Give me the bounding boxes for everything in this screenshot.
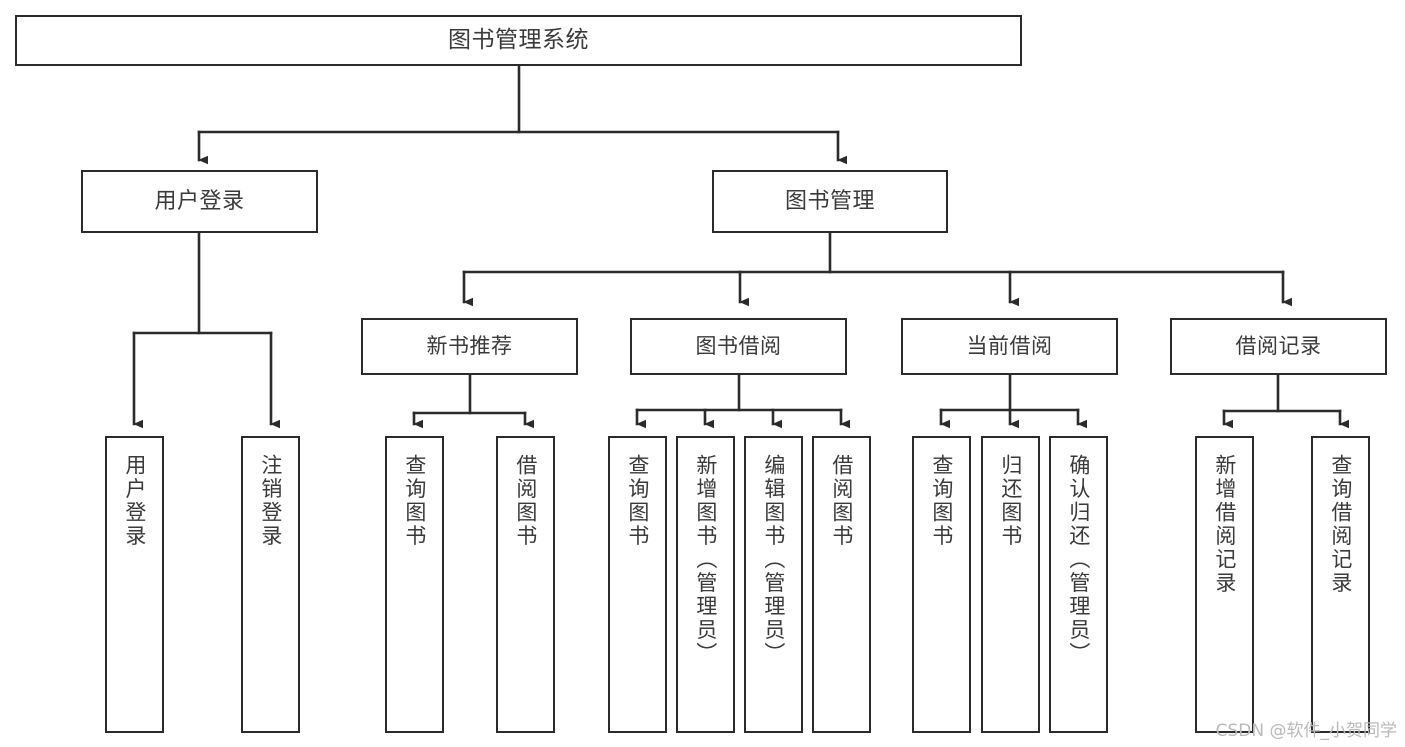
node-book-borrowing-label: 图书借阅: [695, 334, 782, 359]
node-leaf-query-book-1[interactable]: 查询图书: [385, 436, 444, 733]
node-root-book-management-system[interactable]: 图书管理系统: [15, 15, 1022, 66]
node-leaf-confirm-return-admin[interactable]: 确认归还（管理员）: [1049, 436, 1108, 733]
node-leaf-query-book-1-label: 查询图书: [402, 454, 427, 548]
node-leaf-borrow-book-1-label: 借阅图书: [513, 454, 538, 548]
node-leaf-query-book-2[interactable]: 查询图书: [608, 436, 667, 733]
node-leaf-borrow-book-1[interactable]: 借阅图书: [496, 436, 555, 733]
node-leaf-query-book-2-label: 查询图书: [625, 454, 650, 548]
node-user-login-label: 用户登录: [154, 188, 245, 214]
node-new-book-recommendation-label: 新书推荐: [426, 334, 513, 359]
node-leaf-return-book-label: 归还图书: [998, 454, 1023, 548]
node-leaf-user-logout-label: 注销登录: [258, 454, 283, 548]
node-leaf-confirm-return-admin-label: 确认归还（管理员）: [1066, 454, 1091, 666]
node-current-borrowing-label: 当前借阅: [966, 334, 1053, 359]
node-leaf-add-book-admin[interactable]: 新增图书（管理员）: [676, 436, 735, 733]
node-leaf-user-login[interactable]: 用户登录: [105, 436, 164, 733]
node-leaf-user-login-label: 用户登录: [122, 454, 147, 548]
node-leaf-return-book[interactable]: 归还图书: [981, 436, 1040, 733]
node-leaf-borrow-book-2[interactable]: 借阅图书: [812, 436, 871, 733]
node-leaf-add-borrow-record[interactable]: 新增借阅记录: [1195, 436, 1254, 733]
node-book-borrowing[interactable]: 图书借阅: [630, 318, 847, 375]
node-new-book-recommendation[interactable]: 新书推荐: [361, 318, 578, 375]
node-leaf-query-borrow-record[interactable]: 查询借阅记录: [1311, 436, 1370, 733]
node-book-management[interactable]: 图书管理: [712, 170, 948, 233]
node-borrowing-record[interactable]: 借阅记录: [1170, 318, 1387, 375]
node-leaf-edit-book-admin-label: 编辑图书（管理员）: [761, 454, 786, 666]
node-leaf-borrow-book-2-label: 借阅图书: [829, 454, 854, 548]
node-borrowing-record-label: 借阅记录: [1235, 334, 1322, 359]
node-leaf-add-borrow-record-label: 新增借阅记录: [1212, 454, 1237, 595]
node-leaf-user-logout[interactable]: 注销登录: [241, 436, 300, 733]
node-leaf-query-book-3-label: 查询图书: [929, 454, 954, 548]
node-user-login[interactable]: 用户登录: [81, 170, 318, 233]
node-leaf-edit-book-admin[interactable]: 编辑图书（管理员）: [744, 436, 803, 733]
node-book-management-label: 图书管理: [784, 188, 875, 214]
node-leaf-query-book-3[interactable]: 查询图书: [912, 436, 971, 733]
node-current-borrowing[interactable]: 当前借阅: [901, 318, 1118, 375]
node-leaf-add-book-admin-label: 新增图书（管理员）: [693, 454, 718, 666]
node-leaf-query-borrow-record-label: 查询借阅记录: [1328, 454, 1353, 595]
node-root-label: 图书管理系统: [448, 26, 589, 53]
